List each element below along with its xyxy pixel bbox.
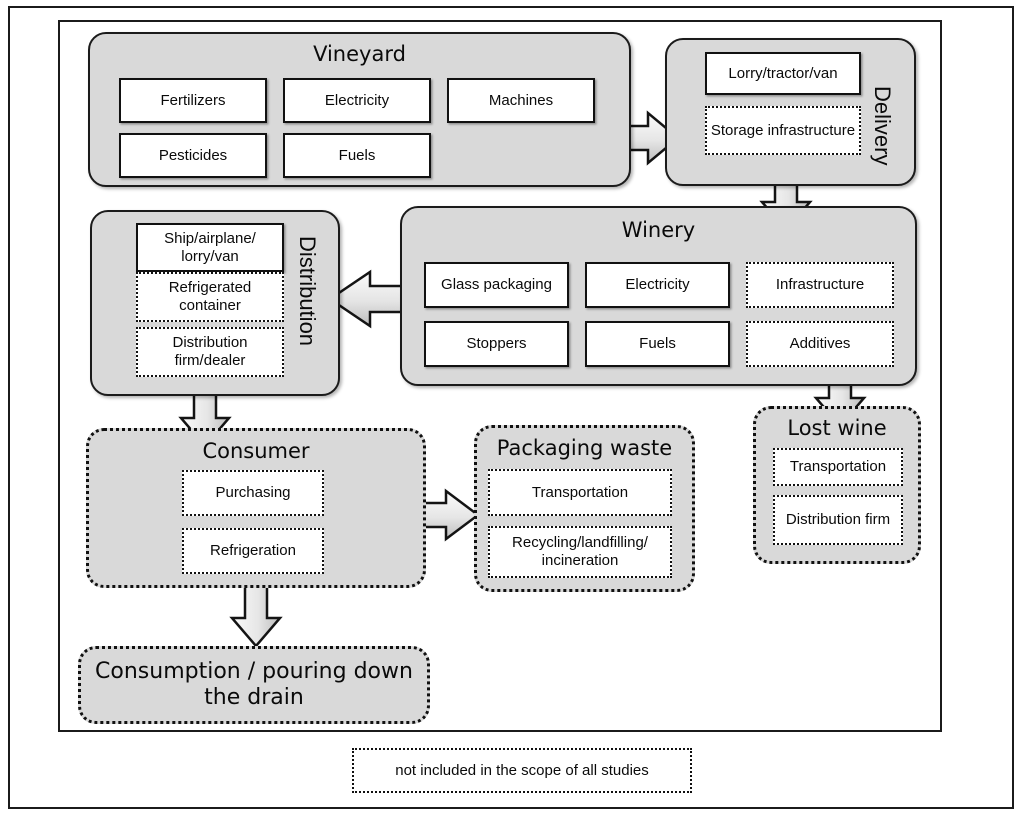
- item-refrigerated-container[interactable]: Refrigerated container: [136, 272, 284, 322]
- group-title-distribution: Distribution: [295, 236, 320, 347]
- item-fuels-winery[interactable]: Fuels: [585, 321, 730, 367]
- group-title-vineyard: Vineyard: [313, 42, 406, 66]
- item-transportation-lost-wine[interactable]: Transportation: [773, 448, 903, 486]
- group-title-winery: Winery: [621, 218, 696, 242]
- item-fertilizers[interactable]: Fertilizers: [119, 78, 267, 123]
- item-pesticides[interactable]: Pesticides: [119, 133, 267, 178]
- legend-label: not included in the scope of all studies: [395, 762, 649, 779]
- group-title-delivery: Delivery: [870, 86, 895, 166]
- item-infrastructure[interactable]: Infrastructure: [746, 262, 894, 308]
- item-glass-packaging[interactable]: Glass packaging: [424, 262, 569, 308]
- item-electricity-vineyard[interactable]: Electricity: [283, 78, 431, 123]
- group-title-consumer: Consumer: [202, 439, 310, 463]
- group-title-packaging-waste: Packaging waste: [496, 436, 673, 460]
- item-fuels-vineyard[interactable]: Fuels: [283, 133, 431, 178]
- item-machines[interactable]: Machines: [447, 78, 595, 123]
- item-ship-airplane-lorry-van[interactable]: Ship/airplane/ lorry/van: [136, 223, 284, 272]
- item-distribution-firm[interactable]: Distribution firm: [773, 495, 903, 545]
- item-recycling-landfilling-incineration[interactable]: Recycling/landfilling/ incineration: [488, 526, 672, 578]
- item-additives[interactable]: Additives: [746, 321, 894, 367]
- item-purchasing[interactable]: Purchasing: [182, 470, 324, 516]
- item-electricity-winery[interactable]: Electricity: [585, 262, 730, 308]
- item-refrigeration[interactable]: Refrigeration: [182, 528, 324, 574]
- item-stoppers[interactable]: Stoppers: [424, 321, 569, 367]
- legend-not-included: not included in the scope of all studies: [352, 748, 692, 793]
- item-transportation-packaging[interactable]: Transportation: [488, 469, 672, 516]
- group-title-lost-wine: Lost wine: [787, 416, 887, 440]
- item-distribution-firm-dealer[interactable]: Distribution firm/dealer: [136, 327, 284, 377]
- group-title-consumption: Consumption / pouring down the drain: [95, 659, 413, 710]
- item-storage-infrastructure[interactable]: Storage infrastructure: [705, 106, 861, 155]
- item-lorry-tractor-van[interactable]: Lorry/tractor/van: [705, 52, 861, 95]
- group-consumption[interactable]: Consumption / pouring down the drain: [78, 646, 430, 724]
- arrow-consumer-to-consumption: [228, 584, 284, 648]
